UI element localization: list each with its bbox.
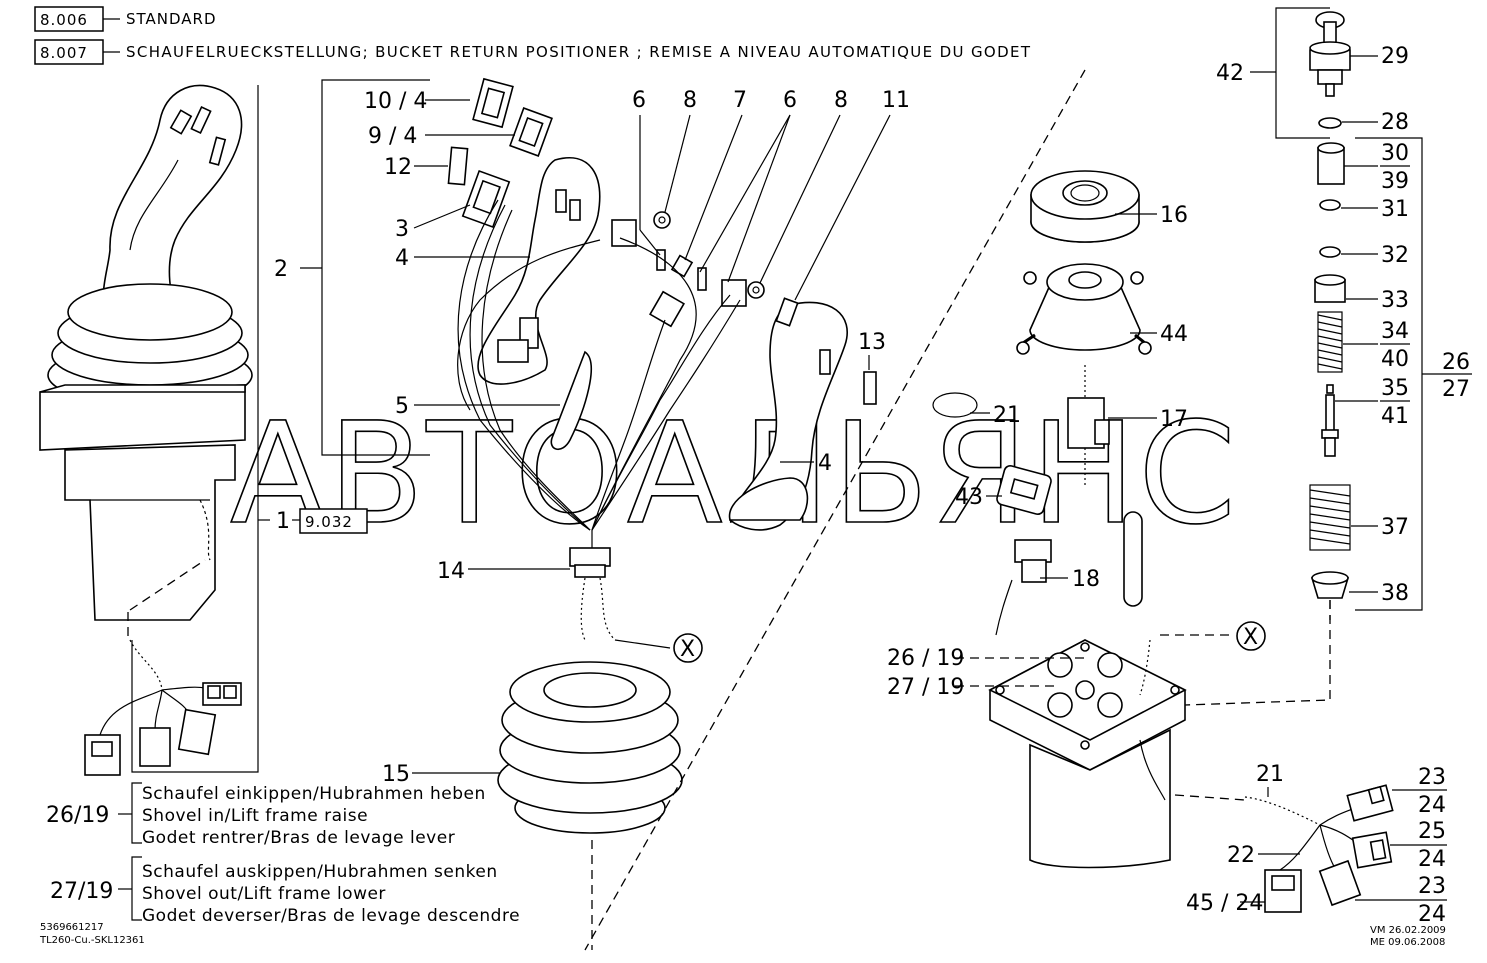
callout-4b: 4 xyxy=(818,451,832,476)
callout-33: 33 xyxy=(1381,288,1409,313)
callout-45-24: 45 / 24 xyxy=(1186,891,1263,916)
callout-32: 32 xyxy=(1381,243,1409,268)
legend-26-fr: Godet rentrer/Bras de levage lever xyxy=(142,828,455,848)
callout-27: 27 xyxy=(1442,377,1470,402)
legend-27-en: Shovel out/Lift frame lower xyxy=(142,884,386,904)
valve-spool-parts xyxy=(1309,11,1351,620)
footer-model: TL260-Cu.-SKL12361 xyxy=(39,935,145,946)
legend-label-27-19: 27/19 xyxy=(50,879,113,904)
callout-44: 44 xyxy=(1160,322,1188,347)
callout-31: 31 xyxy=(1381,197,1409,222)
legend-26-de: Schaufel einkippen/Hubrahmen heben xyxy=(142,784,486,804)
callout-21a: 21 xyxy=(993,403,1021,428)
callout-40: 40 xyxy=(1381,347,1409,372)
callout-5: 5 xyxy=(395,394,409,419)
callout-15: 15 xyxy=(382,762,410,787)
callout-39: 39 xyxy=(1381,169,1409,194)
callout-16: 16 xyxy=(1160,203,1188,228)
callout-10-4: 10 / 4 xyxy=(364,89,427,114)
bottom-harness xyxy=(1244,784,1394,913)
callout-27-19: 27 / 19 xyxy=(887,675,964,700)
handle-shell-parts xyxy=(447,77,877,950)
legend-26-en: Shovel in/Lift frame raise xyxy=(142,806,368,826)
callout-29: 29 xyxy=(1381,44,1409,69)
ref-box xyxy=(299,508,368,534)
connection-x-marker-1 xyxy=(673,633,703,663)
header-code-2: 8.007 xyxy=(40,44,88,62)
header-code-1: 8.006 xyxy=(40,11,88,29)
callout-23a: 23 xyxy=(1418,765,1446,790)
callout-4a: 4 xyxy=(395,246,409,271)
callout-43: 43 xyxy=(955,485,983,510)
callout-8b: 8 xyxy=(834,88,848,113)
header-code-box-2 xyxy=(34,39,104,65)
callout-11: 11 xyxy=(882,88,910,113)
callout-14: 14 xyxy=(437,559,465,584)
callout-9-4: 9 / 4 xyxy=(368,124,417,149)
callout-18: 18 xyxy=(1072,567,1100,592)
footer-doc-number: 5369661217 xyxy=(40,922,104,933)
callout-25: 25 xyxy=(1418,819,1446,844)
callout-6b: 6 xyxy=(783,88,797,113)
legend-27-de: Schaufel auskippen/Hubrahmen senken xyxy=(142,862,498,882)
callout-8a: 8 xyxy=(683,88,697,113)
callout-26-19: 26 / 19 xyxy=(887,646,964,671)
header-code-box-1 xyxy=(34,6,104,32)
callout-35: 35 xyxy=(1381,376,1409,401)
callout-21b: 21 xyxy=(1256,762,1284,787)
callout-22: 22 xyxy=(1227,843,1255,868)
ref-box-text: 9.032 xyxy=(305,513,353,531)
callout-30: 30 xyxy=(1381,141,1409,166)
callout-28: 28 xyxy=(1381,110,1409,135)
connection-x-marker-2 xyxy=(1236,621,1266,651)
callout-6a: 6 xyxy=(632,88,646,113)
legend-27-fr: Godet deverser/Bras de levage descendre xyxy=(142,906,520,926)
callout-2: 2 xyxy=(274,257,288,282)
callout-23b: 23 xyxy=(1418,874,1446,899)
callout-13: 13 xyxy=(858,330,886,355)
footer-vm: VM 26.02.2009 xyxy=(1370,925,1446,936)
callout-12: 12 xyxy=(384,155,412,180)
connection-x-2: X xyxy=(1243,625,1258,650)
callout-7: 7 xyxy=(733,88,747,113)
callout-24a: 24 xyxy=(1418,793,1446,818)
callout-38: 38 xyxy=(1381,581,1409,606)
valve-assembly xyxy=(932,170,1331,869)
callout-42: 42 xyxy=(1216,61,1244,86)
callout-34: 34 xyxy=(1381,319,1409,344)
callout-24b: 24 xyxy=(1418,847,1446,872)
joystick-assembly xyxy=(39,84,253,776)
callout-1: 1 xyxy=(276,509,290,534)
callout-37: 37 xyxy=(1381,515,1409,540)
callout-24c: 24 xyxy=(1418,902,1446,927)
legend-label-26-19: 26/19 xyxy=(46,803,109,828)
header-text-2: SCHAUFELRUECKSTELLUNG; BUCKET RETURN POS… xyxy=(126,43,1031,61)
footer-me: ME 09.06.2008 xyxy=(1370,937,1445,948)
callout-17: 17 xyxy=(1160,407,1188,432)
callout-26: 26 xyxy=(1442,350,1470,375)
header-text-1: STANDARD xyxy=(126,10,217,28)
connection-x-1: X xyxy=(680,637,695,662)
callout-3: 3 xyxy=(395,217,409,242)
callout-41: 41 xyxy=(1381,404,1409,429)
